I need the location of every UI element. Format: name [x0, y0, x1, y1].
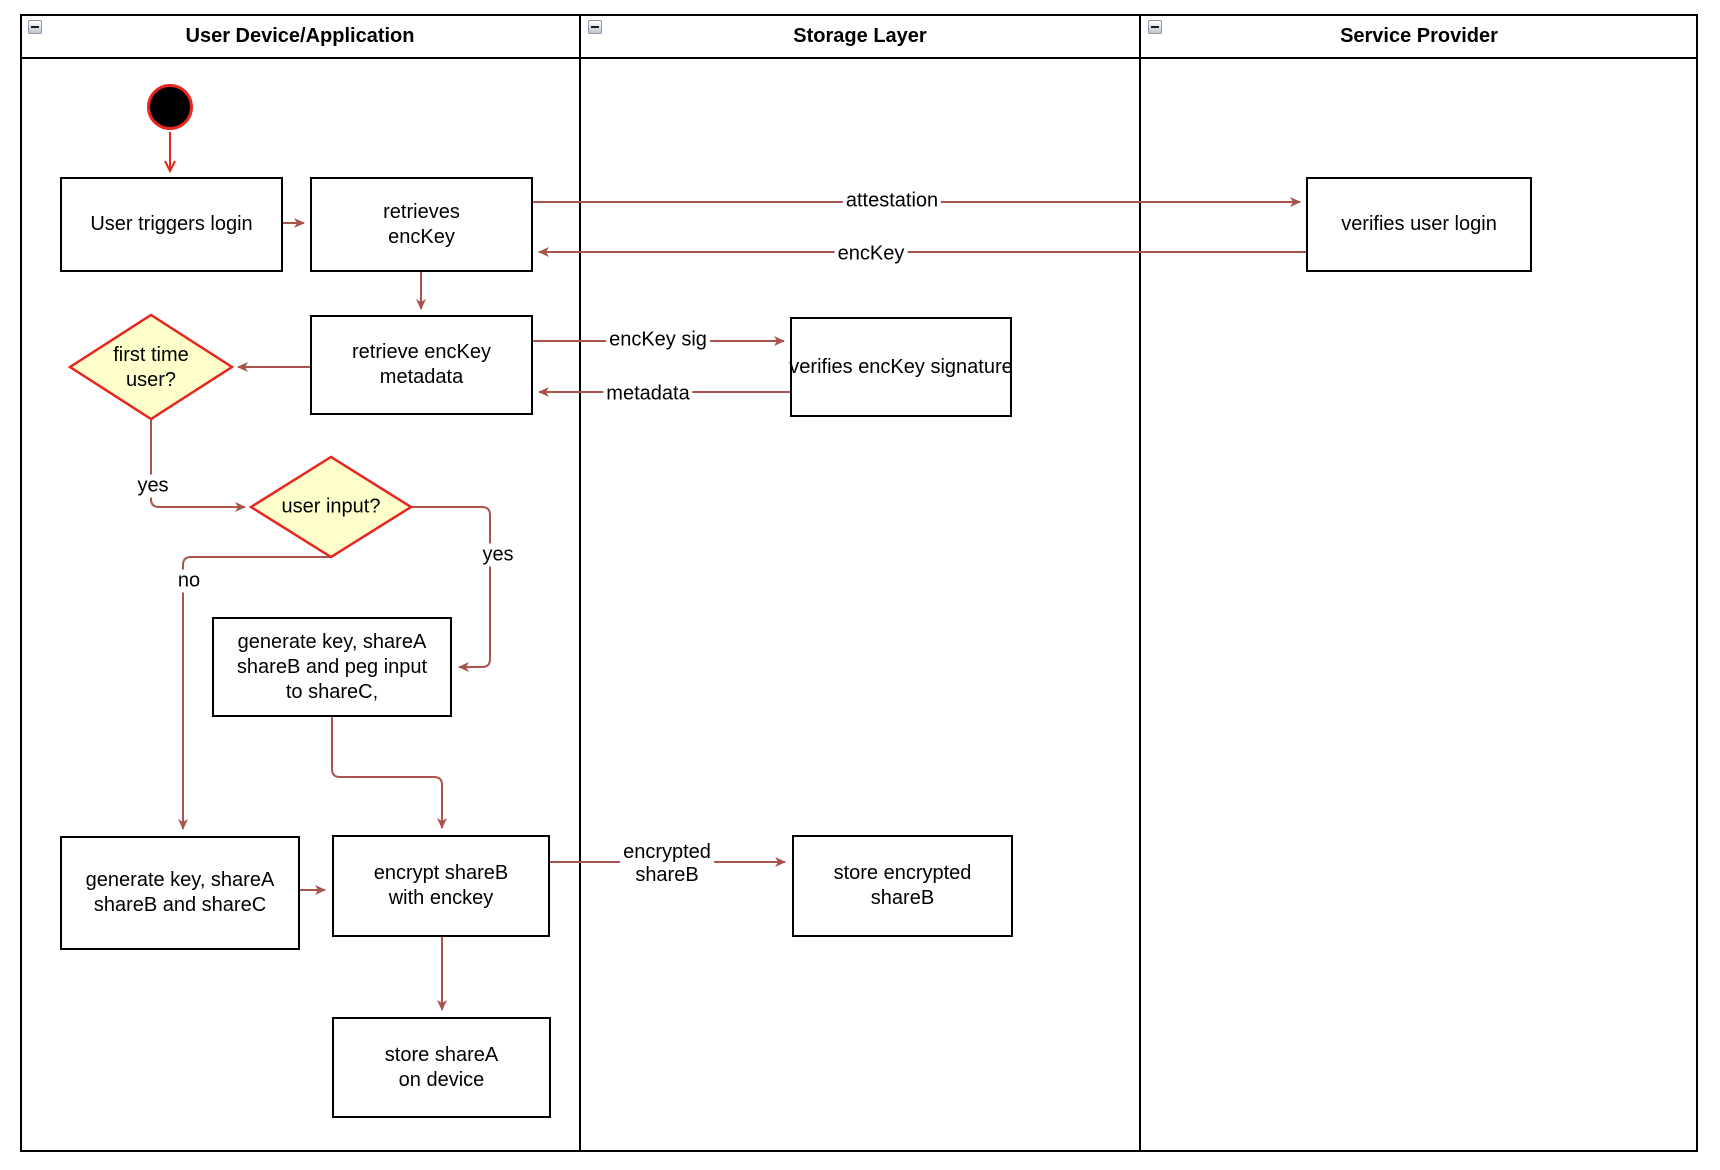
node-label: verifies encKey signature [789, 355, 1013, 378]
edge-label-enckey-sig[interactable]: encKey sig [606, 328, 710, 352]
node-retrieves-enckey[interactable]: retrieves encKey [310, 177, 533, 272]
diamond-user-input[interactable] [248, 455, 414, 559]
node-label: store encrypted shareB [833, 862, 972, 909]
minus-glyph [1151, 26, 1159, 28]
node-retrieve-enckey-metadata[interactable]: retrieve encKey metadata [310, 315, 533, 415]
pool-border [20, 14, 1698, 1152]
edge-label-yes-user-input[interactable]: yes [479, 543, 517, 567]
collapse-icon[interactable] [28, 20, 42, 34]
lane-header-user-device[interactable]: User Device/Application [20, 14, 580, 58]
edge-first-time-yes[interactable] [150, 419, 246, 512]
diamond-label-user-input: user input? [281, 495, 381, 518]
node-store-encrypted-shareb[interactable]: store encrypted shareB [792, 835, 1013, 937]
lane-title: Service Provider [1340, 24, 1498, 47]
initial-state-node[interactable] [147, 84, 193, 130]
collapse-icon[interactable] [1148, 20, 1162, 34]
edge-peg-to-encrypt[interactable] [331, 717, 447, 829]
lane-title: Storage Layer [793, 24, 927, 47]
node-label: User triggers login [90, 213, 253, 235]
minus-glyph [31, 26, 39, 28]
node-encrypt-shareb[interactable]: encrypt shareB with enckey [332, 835, 550, 937]
node-label: store shareA on device [384, 1043, 499, 1091]
node-label: generate key, shareA shareB and shareC [85, 869, 275, 916]
edge-user-input-yes[interactable] [411, 506, 491, 672]
node-generate-key-peg-input[interactable]: generate key, shareA shareB and peg inpu… [212, 617, 452, 717]
node-generate-key-shares[interactable]: generate key, shareA shareB and shareC [60, 836, 300, 950]
edge-label-enckey[interactable]: encKey [834, 242, 908, 266]
node-label: retrieves encKey [383, 200, 460, 248]
node-label: generate key, shareA shareB and peg inpu… [236, 630, 428, 703]
edge-label-no-user-input[interactable]: no [174, 569, 204, 593]
node-label: verifies user login [1341, 213, 1497, 235]
node-label: retrieve encKey metadata [352, 341, 491, 388]
node-store-sharea[interactable]: store shareA on device [332, 1017, 551, 1118]
edge-label-attestation[interactable]: attestation [842, 189, 942, 213]
diamond-label-first-time-user: first time user? [113, 344, 189, 391]
collapse-icon[interactable] [588, 20, 602, 34]
node-label: encrypt shareB with enckey [373, 862, 509, 909]
node-verifies-enckey-signature[interactable]: verifies encKey signature [789, 317, 1013, 417]
node-verifies-user-login[interactable]: verifies user login [1306, 177, 1532, 272]
lane-title: User Device/Application [185, 24, 415, 47]
edge-label-encrypted-shareb[interactable]: encrypted shareB [620, 841, 714, 887]
edge-label-metadata[interactable]: metadata [603, 382, 693, 406]
edge-user-input-no[interactable] [178, 556, 331, 830]
node-user-triggers-login[interactable]: User triggers login [60, 177, 283, 272]
lane-header-storage-layer[interactable]: Storage Layer [580, 14, 1140, 58]
diamond-first-time-user[interactable] [67, 313, 235, 421]
swimlane-pool [20, 14, 1698, 1152]
minus-glyph [591, 26, 599, 28]
edge-label-yes-first-time[interactable]: yes [134, 474, 172, 498]
lane-header-service-provider[interactable]: Service Provider [1140, 14, 1698, 58]
